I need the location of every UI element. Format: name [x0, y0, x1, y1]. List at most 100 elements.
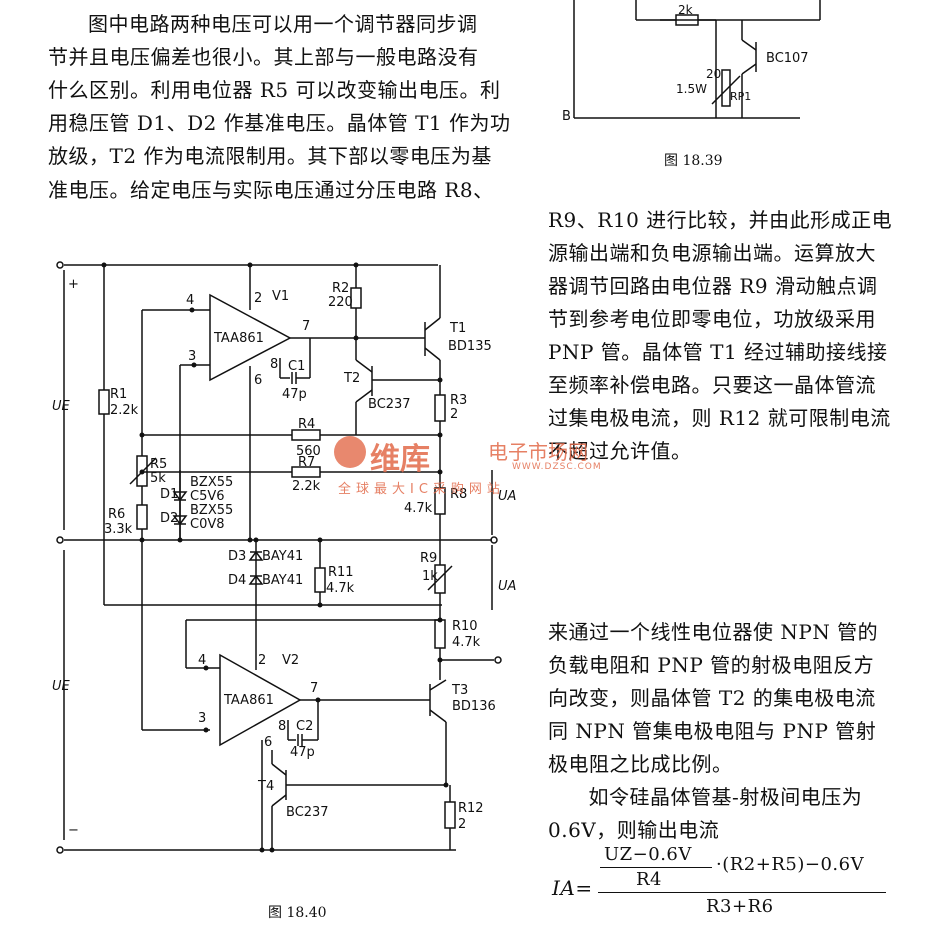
watermark-site: 电子市场网 — [488, 440, 588, 464]
r1-label: R1 — [110, 387, 127, 402]
pin-3-bottom: 3 — [198, 711, 206, 726]
r4-value: 560 — [296, 444, 321, 459]
watermark-logo-icon — [334, 436, 366, 468]
r-2k-label: 2k — [678, 3, 693, 17]
text-line: 准电压。给定电压与实际电压通过分压电路 R8、 — [48, 178, 494, 202]
r7-value: 2.2k — [292, 479, 321, 494]
r11-value: 4.7k — [326, 581, 355, 596]
r6-value: 3.3k — [104, 522, 133, 537]
text-line: 0.6V，则输出电流 — [548, 818, 720, 842]
pin-2-bottom: 2 — [258, 653, 266, 668]
pin-7-bottom: 7 — [310, 681, 318, 696]
text-line: 极电阻之比成比例。 — [548, 752, 733, 776]
text-line: 图中电路两种电压可以用一个调节器同步调 — [88, 12, 478, 36]
formula-num-bottom: R4 — [636, 869, 663, 890]
text-line: 用稳压管 D1、D2 作基准电压。晶体管 T1 作为功 — [48, 111, 511, 135]
d2-code: C0V8 — [190, 517, 225, 532]
pin-6-top: 6 — [254, 373, 262, 388]
ic1-label: TAA861 — [213, 331, 264, 346]
r8-value: 4.7k — [404, 501, 433, 516]
r9-value: 1k — [422, 569, 438, 584]
r9-label: R9 — [420, 551, 437, 566]
r11-label: R11 — [328, 565, 354, 580]
formula-den: R3+R6 — [706, 896, 774, 917]
r5-value: 5k — [150, 471, 166, 486]
t3-label: T3 — [451, 683, 468, 698]
t4-label: T4 — [257, 779, 274, 794]
fraction-bar — [600, 867, 712, 868]
formula-lhs: IA= — [552, 876, 593, 900]
r6-label: R6 — [108, 507, 125, 522]
ue-top-label: UE — [52, 399, 71, 414]
d3-type: BAY41 — [262, 549, 303, 564]
t2-label: T2 — [343, 371, 360, 386]
pin-4-top: 4 — [186, 293, 194, 308]
r3-label: R3 — [450, 393, 467, 408]
r2-value: 220 — [328, 295, 353, 310]
plus-sign: + — [68, 277, 79, 292]
r3-value: 2 — [450, 407, 458, 422]
c1-value: 47p — [282, 387, 307, 402]
r5-label: R5 — [150, 457, 167, 472]
d2-type: BZX55 — [190, 503, 233, 518]
pot-power-label: 1.5W — [676, 82, 707, 96]
c2-value: 47p — [290, 745, 315, 760]
v1-label: V1 — [272, 289, 289, 304]
node-b-label: B — [562, 109, 571, 124]
text-line: PNP 管。晶体管 T1 经过辅助接线接 — [548, 340, 888, 364]
formula-num-top: UZ−0.6V — [604, 844, 692, 865]
t2-value: BC237 — [368, 397, 411, 412]
c2-label: C2 — [296, 719, 313, 734]
text-line: 节并且电压偏差也很小。其上部与一般电路没有 — [48, 45, 479, 69]
pot-value-label: 20 — [706, 67, 721, 81]
pin-3-top: 3 — [188, 349, 196, 364]
d1-type: BZX55 — [190, 475, 233, 490]
d1-code: C5V6 — [190, 489, 225, 504]
text-line: 同 NPN 管集电极电阻与 PNP 管射 — [548, 719, 877, 743]
v2-label: V2 — [282, 653, 299, 668]
formula-num-rest: ·(R2+R5)−0.6V — [716, 854, 865, 875]
text-line: 放级，T2 作为电流限制用。其下部以零电压为基 — [48, 144, 492, 168]
ue-bottom-label: UE — [52, 679, 71, 694]
text-line: 来通过一个线性电位器使 NPN 管的 — [548, 620, 879, 644]
text-line: 至频率补偿电路。只要这一晶体管流 — [548, 373, 876, 397]
r4-label: R4 — [298, 417, 315, 432]
d1-label: D1 — [160, 487, 178, 502]
figure-caption-18-39: 图 18.39 — [664, 153, 723, 169]
text-line: 源输出端和负电源输出端。运算放大 — [548, 241, 876, 265]
main-fraction-bar — [598, 892, 886, 893]
watermark-brand: 维库 — [370, 442, 430, 477]
c1-label: C1 — [288, 359, 305, 374]
t4-value: BC237 — [286, 805, 329, 820]
d3-label: D3 — [228, 549, 246, 564]
r2-label: R2 — [332, 281, 349, 296]
pin-8-top: 8 — [270, 357, 278, 372]
d2-label: D2 — [160, 511, 178, 526]
text-line: 过集电极电流，则 R12 就可限制电流 — [548, 406, 891, 430]
text-line: 向改变，则晶体管 T2 的集电极电流 — [548, 686, 876, 710]
r7-label: R7 — [298, 455, 315, 470]
pin-8-bottom: 8 — [278, 719, 286, 734]
text-line: 负载电阻和 PNP 管的射极电阻反方 — [548, 653, 875, 677]
t1-label: T1 — [449, 321, 466, 336]
bc107-label: BC107 — [766, 51, 809, 66]
d4-type: BAY41 — [262, 573, 303, 588]
text-line: R9、R10 进行比较，并由此形成正电 — [548, 208, 893, 232]
ic2-label: TAA861 — [223, 693, 274, 708]
text-line: 如令硅晶体管基-射极间电压为 — [568, 785, 863, 809]
watermark-slogan: 全球最大IC采购网站 — [338, 482, 505, 497]
pin-6-bottom: 6 — [264, 735, 272, 750]
pin-2-top: 2 — [254, 291, 262, 306]
text-line: 节到参考电位即零电位，功放级采用 — [548, 307, 876, 331]
r1-value: 2.2k — [110, 403, 139, 418]
d4-label: D4 — [228, 573, 246, 588]
r12-value: 2 — [458, 817, 466, 832]
pin-7-top: 7 — [302, 319, 310, 334]
t3-value: BD136 — [452, 699, 496, 714]
figure-caption-18-40: 图 18.40 — [268, 905, 327, 921]
r12-label: R12 — [458, 801, 484, 816]
r10-value: 4.7k — [452, 635, 481, 650]
pot-name-label: RP1 — [730, 90, 751, 103]
t1-value: BD135 — [448, 339, 492, 354]
minus-sign: − — [68, 823, 79, 838]
